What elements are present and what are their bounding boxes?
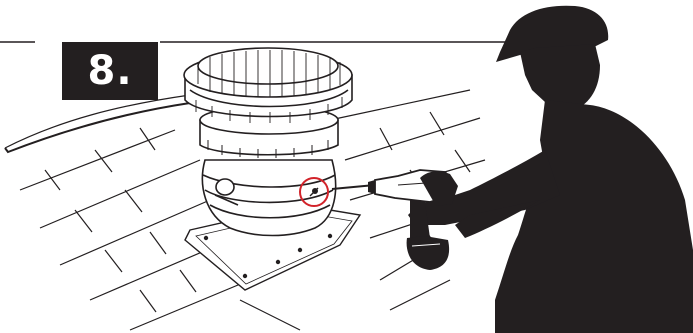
- step-number-badge: 8.: [62, 42, 158, 100]
- worker-silhouette-icon: [408, 6, 693, 333]
- roof-vent-icon: [184, 48, 352, 236]
